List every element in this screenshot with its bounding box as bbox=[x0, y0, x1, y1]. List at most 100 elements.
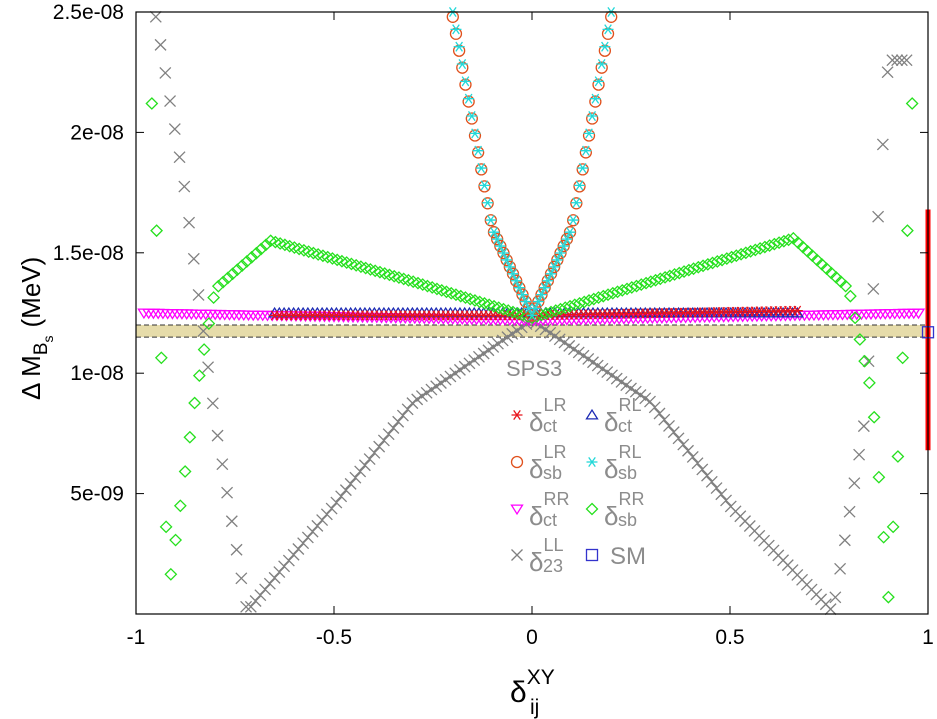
data-point bbox=[364, 262, 377, 276]
data-point bbox=[513, 282, 525, 293]
data-point bbox=[358, 459, 371, 472]
data-point bbox=[672, 432, 685, 445]
data-point bbox=[900, 224, 914, 238]
data-point bbox=[494, 241, 506, 252]
data-point bbox=[278, 560, 291, 573]
data-point bbox=[435, 283, 449, 297]
legend-label: SM bbox=[610, 543, 646, 570]
data-point bbox=[639, 276, 653, 290]
data-point bbox=[573, 296, 586, 310]
y-axis-label-sub: B bbox=[31, 342, 52, 355]
data-point bbox=[145, 97, 159, 110]
data-point bbox=[625, 281, 639, 294]
data-point bbox=[311, 519, 324, 532]
data-point bbox=[330, 496, 343, 509]
y-tick-label: 2.5e-08 bbox=[53, 1, 124, 24]
data-point bbox=[748, 243, 762, 257]
data-point bbox=[734, 247, 748, 261]
legend-label-sup: LL bbox=[543, 535, 563, 555]
y-axis-label-subsub: s bbox=[40, 335, 56, 342]
data-point bbox=[187, 252, 200, 265]
data-point bbox=[644, 395, 656, 408]
series-RR_sb bbox=[145, 97, 919, 604]
data-point bbox=[682, 263, 696, 277]
data-point bbox=[867, 282, 880, 295]
data-point bbox=[373, 265, 387, 279]
data-point bbox=[510, 275, 522, 286]
data-point bbox=[287, 548, 300, 561]
data-point bbox=[178, 465, 192, 478]
data-point bbox=[211, 279, 225, 293]
data-point bbox=[824, 603, 837, 616]
data-point bbox=[159, 520, 173, 534]
data-point bbox=[373, 440, 386, 453]
legend-label-base: δ bbox=[529, 407, 543, 437]
data-point bbox=[465, 112, 478, 125]
legend-label-sup: LR bbox=[543, 395, 566, 415]
data-point bbox=[278, 238, 292, 252]
data-point bbox=[577, 295, 591, 309]
data-point bbox=[881, 66, 894, 79]
data-point bbox=[211, 429, 224, 442]
legend-marker bbox=[511, 409, 523, 421]
data-point bbox=[183, 430, 197, 444]
data-point bbox=[485, 215, 497, 226]
data-point bbox=[677, 438, 690, 451]
data-point bbox=[401, 403, 414, 416]
data-point bbox=[245, 250, 259, 264]
data-point bbox=[862, 376, 876, 390]
data-point bbox=[744, 244, 758, 258]
data-point bbox=[292, 543, 305, 555]
data-point bbox=[169, 533, 183, 547]
legend-label-sup: LR bbox=[543, 442, 566, 462]
experimental-band-layer bbox=[136, 324, 928, 338]
data-point bbox=[497, 247, 509, 259]
data-point bbox=[363, 453, 376, 466]
legend-label-base: δ bbox=[529, 501, 543, 531]
data-point bbox=[202, 317, 216, 331]
data-point bbox=[368, 264, 382, 278]
data-point bbox=[829, 591, 842, 604]
data-point bbox=[297, 537, 310, 550]
data-point bbox=[254, 589, 267, 602]
data-point bbox=[507, 268, 519, 279]
x-tick-label: 0.5 bbox=[715, 626, 744, 649]
data-point bbox=[150, 224, 164, 238]
series-RL_sb bbox=[447, 6, 617, 321]
data-point bbox=[587, 292, 601, 306]
data-point bbox=[715, 488, 728, 501]
data-point bbox=[526, 310, 538, 321]
data-point bbox=[772, 236, 786, 250]
data-point bbox=[551, 254, 563, 265]
data-point bbox=[601, 288, 615, 302]
data-point bbox=[672, 266, 686, 280]
data-point bbox=[473, 295, 487, 309]
data-point bbox=[644, 275, 658, 289]
legend-label-sup: RR bbox=[543, 489, 569, 509]
data-point bbox=[306, 246, 320, 260]
data-point bbox=[463, 292, 477, 306]
x-tick-label: 0 bbox=[526, 626, 538, 649]
data-point bbox=[545, 268, 557, 279]
data-point bbox=[668, 268, 681, 281]
data-point bbox=[696, 463, 709, 476]
data-point bbox=[444, 286, 458, 300]
data-point bbox=[168, 123, 181, 136]
data-point bbox=[462, 95, 475, 108]
data-point bbox=[691, 260, 705, 274]
data-point bbox=[392, 415, 405, 428]
data-point bbox=[416, 278, 430, 292]
experimental-band bbox=[136, 325, 928, 338]
data-point bbox=[867, 410, 881, 424]
data-point bbox=[430, 282, 444, 296]
data-point bbox=[421, 279, 434, 293]
data-point bbox=[292, 242, 306, 256]
x-axis-label-sub: ij bbox=[530, 696, 539, 719]
data-point bbox=[782, 233, 796, 247]
